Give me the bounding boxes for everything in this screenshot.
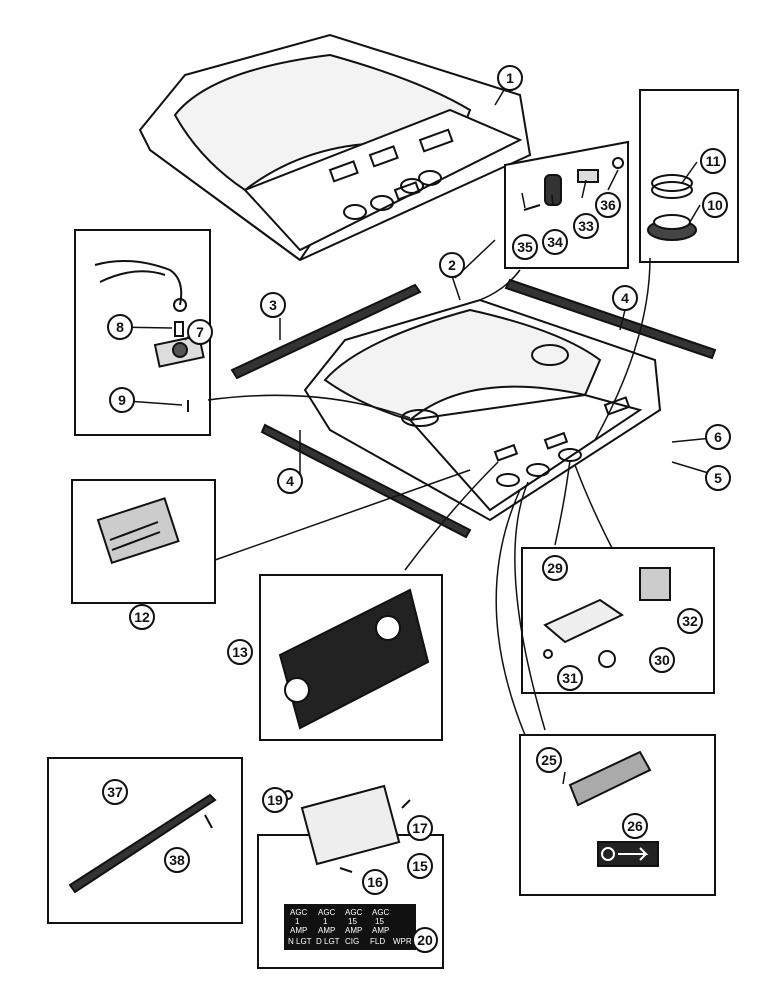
- callout-1: 1: [497, 65, 523, 91]
- svg-text:26: 26: [627, 818, 643, 834]
- svg-text:30: 30: [654, 652, 670, 668]
- inset-grommets: [639, 89, 739, 263]
- callout-35: 35: [512, 234, 538, 260]
- callout-36: 36: [595, 192, 621, 218]
- svg-text:WPR: WPR: [393, 937, 412, 946]
- svg-text:31: 31: [562, 670, 578, 686]
- inset-panel-13: [259, 574, 443, 741]
- svg-text:AMP: AMP: [345, 926, 362, 935]
- inset-light-wiring: [74, 229, 211, 436]
- svg-text:3: 3: [269, 297, 277, 313]
- svg-text:1: 1: [295, 917, 300, 926]
- svg-text:32: 32: [682, 613, 698, 629]
- svg-text:15: 15: [348, 917, 357, 926]
- callout-11: 11: [700, 148, 726, 174]
- callout-17: 17: [407, 815, 433, 841]
- svg-text:5: 5: [714, 470, 722, 486]
- trim-strip-4-right: [504, 278, 717, 360]
- callout-12: 12: [129, 604, 155, 630]
- callout-13: 13: [227, 639, 253, 665]
- callout-25: 25: [536, 747, 562, 773]
- svg-text:15: 15: [412, 858, 428, 874]
- inset-clip-hardware: [504, 140, 629, 269]
- svg-text:1: 1: [506, 70, 514, 86]
- callout-20: 20: [412, 927, 438, 953]
- callout-34: 34: [542, 229, 568, 255]
- svg-text:38: 38: [169, 852, 185, 868]
- callout-29: 29: [542, 555, 568, 581]
- svg-text:12: 12: [134, 609, 150, 625]
- svg-text:AMP: AMP: [372, 926, 389, 935]
- svg-text:7: 7: [196, 324, 204, 340]
- svg-text:6: 6: [714, 429, 722, 445]
- svg-text:D LGT: D LGT: [316, 937, 340, 946]
- svg-text:29: 29: [547, 560, 563, 576]
- callout-33: 33: [573, 213, 599, 239]
- svg-text:34: 34: [547, 234, 563, 250]
- svg-text:4: 4: [621, 290, 629, 306]
- svg-text:N LGT: N LGT: [288, 937, 312, 946]
- callout-9: 9: [109, 387, 135, 413]
- svg-text:37: 37: [107, 784, 123, 800]
- callout-4-lower: 4: [277, 468, 303, 494]
- svg-text:15: 15: [375, 917, 384, 926]
- svg-text:8: 8: [116, 319, 124, 335]
- callout-15: 15: [407, 853, 433, 879]
- svg-text:11: 11: [706, 153, 721, 169]
- svg-text:AGC: AGC: [290, 908, 308, 917]
- headliner-panel: [303, 298, 662, 522]
- svg-text:AGC: AGC: [372, 908, 390, 917]
- svg-text:2: 2: [448, 257, 456, 273]
- svg-text:20: 20: [417, 932, 433, 948]
- callout-5: 5: [705, 465, 731, 491]
- svg-text:9: 9: [118, 392, 126, 408]
- callout-16: 16: [362, 869, 388, 895]
- trim-strip-3: [230, 283, 422, 380]
- svg-text:AGC: AGC: [345, 908, 363, 917]
- callout-7: 7: [187, 319, 213, 345]
- svg-text:13: 13: [232, 644, 248, 660]
- svg-text:FLD: FLD: [370, 937, 385, 946]
- svg-text:36: 36: [600, 197, 616, 213]
- callout-38: 38: [164, 847, 190, 873]
- svg-text:1: 1: [323, 917, 328, 926]
- svg-text:16: 16: [367, 874, 383, 890]
- svg-text:35: 35: [517, 239, 533, 255]
- svg-text:33: 33: [578, 218, 594, 234]
- callout-37: 37: [102, 779, 128, 805]
- inset-switch-25: [519, 734, 716, 896]
- roof-panel-upper: [138, 33, 532, 262]
- callout-31: 31: [557, 665, 583, 691]
- svg-text:25: 25: [541, 752, 557, 768]
- callout-10: 10: [702, 192, 728, 218]
- callout-30: 30: [649, 647, 675, 673]
- svg-text:AGC: AGC: [318, 908, 336, 917]
- leader-lines: [111, 79, 726, 785]
- svg-text:19: 19: [267, 792, 283, 808]
- callout-6: 6: [705, 424, 731, 450]
- callout-32: 32: [677, 608, 703, 634]
- trim-strip-4-lower: [260, 423, 472, 539]
- callout-2: 2: [439, 252, 465, 278]
- svg-text:CIG: CIG: [345, 937, 359, 946]
- callout-26: 26: [622, 813, 648, 839]
- callout-8: 8: [107, 314, 133, 340]
- callout-3: 3: [260, 292, 286, 318]
- svg-text:10: 10: [707, 197, 723, 213]
- inset-switch-12: [71, 479, 216, 604]
- inset-handle-37: [47, 757, 243, 924]
- svg-text:AMP: AMP: [290, 926, 307, 935]
- svg-text:17: 17: [412, 820, 428, 836]
- callout-4-right: 4: [612, 285, 638, 311]
- fuse-decal-labels: AGC AGC AGC AGC 1 1 15 15 AMP AMP AMP AM…: [288, 908, 412, 946]
- svg-text:4: 4: [286, 473, 294, 489]
- callout-19: 19: [262, 787, 288, 813]
- svg-text:AMP: AMP: [318, 926, 335, 935]
